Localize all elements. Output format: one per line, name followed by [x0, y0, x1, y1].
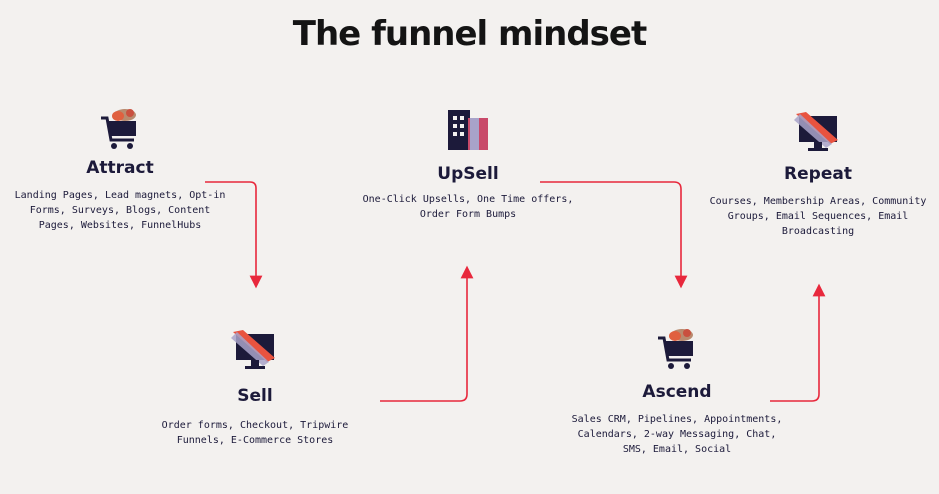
- stage-upsell: UpSell One-Click Upsells, One Time offer…: [358, 106, 578, 222]
- arrow-sell-to-upsell: [380, 265, 474, 402]
- shopping-cart-icon: [658, 329, 693, 369]
- stage-description: Landing Pages, Lead magnets, Opt-in Form…: [14, 190, 226, 231]
- stage-label: Repeat: [784, 164, 852, 184]
- shopping-cart-icon: [101, 109, 136, 149]
- stage-repeat: Repeat Courses, Membership Areas, Commun…: [708, 110, 928, 239]
- stage-attract: Attract Landing Pages, Lead magnets, Opt…: [10, 104, 230, 233]
- arrow-upsell-to-ascend: [540, 181, 688, 289]
- stage-sell: Sell Order forms, Checkout, Tripwire Fun…: [155, 328, 355, 448]
- stage-label: Attract: [86, 158, 154, 178]
- stage-description: Courses, Membership Areas, Community Gro…: [709, 196, 927, 237]
- arrow-attract-to-sell: [205, 181, 263, 289]
- stage-description: Order forms, Checkout, Tripwire Funnels,…: [161, 420, 349, 446]
- stage-description: One-Click Upsells, One Time offers, Orde…: [362, 194, 574, 220]
- building-icon: [448, 110, 488, 150]
- stage-label: UpSell: [437, 164, 499, 184]
- page-title: The funnel mindset: [292, 14, 647, 54]
- monitor-icon: [231, 330, 275, 369]
- stage-description: Sales CRM, Pipelines, Appointments, Cale…: [571, 414, 783, 455]
- arrow-ascend-to-repeat: [770, 283, 826, 402]
- monitor-icon: [794, 112, 838, 151]
- stage-ascend: Ascend Sales CRM, Pipelines, Appointment…: [567, 324, 787, 457]
- stage-label: Ascend: [642, 382, 712, 402]
- stage-label: Sell: [237, 386, 273, 406]
